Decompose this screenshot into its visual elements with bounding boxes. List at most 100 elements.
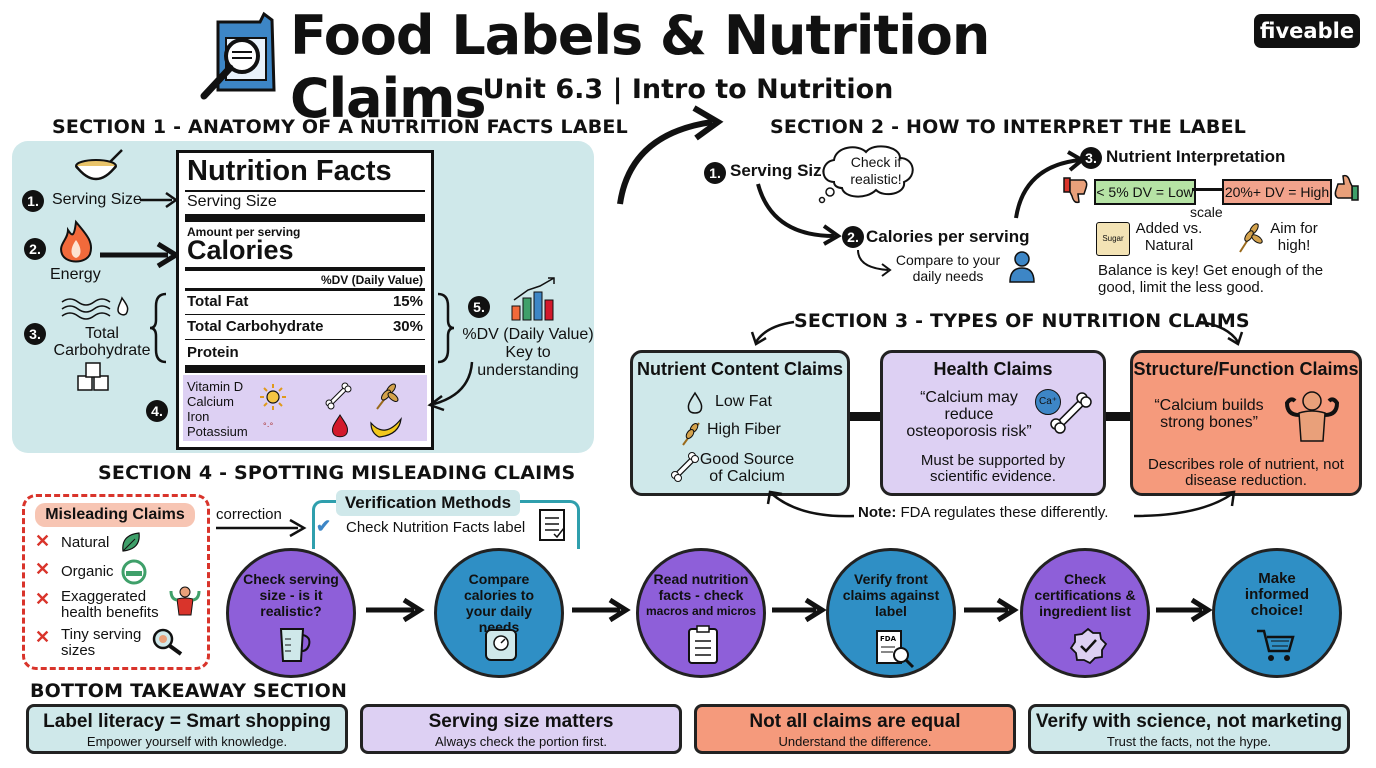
bone-icon-3 [1050,392,1092,434]
takeaway-card-1: Label literacy = Smart shopping Empower … [26,704,348,754]
muscle-icon [1284,391,1340,442]
badge-icon [121,559,147,585]
section2-heading: SECTION 2 - HOW TO INTERPRET THE LABEL [770,116,1247,138]
takeaway-4-sub: Trust the facts, not the hype. [1106,734,1272,749]
arrow-section3-right [1199,320,1244,346]
scale-low: < 5% DV = Low [1094,179,1196,205]
interpret-serving-size: Serving Size [730,161,832,180]
section4-heading: SECTION 4 - SPOTTING MISLEADING CLAIMS [98,462,576,484]
cart-icon [1257,629,1295,661]
step-6-text: Make informed choice! [1244,570,1310,619]
structure-claims-quote: “Calcium builds strong bones” [1154,397,1264,431]
nf-serving: Serving Size [187,193,277,210]
step-4-text: Verify front claims against label [842,571,940,619]
misleading-claims-box: Misleading Claims ✕ Natural ✕ Organic ✕ … [22,494,210,670]
bone-icon [325,382,352,410]
wave-icon [61,296,129,320]
step-3-text: Read nutrition facts - check [653,571,749,603]
magnifier-bag-icon [200,11,276,100]
nutrition-facts-label: Nutrition Facts Serving Size Amount per … [176,150,434,450]
nutrient-content-claims-card: Nutrient Content Claims Low Fat High Fib… [630,350,850,496]
misleading-exaggerated: Exaggerated health benefits [61,588,159,621]
fiveable-logo[interactable]: fiveable [1254,14,1360,48]
health-claims-note: Must be supported by scientific evidence… [920,452,1066,485]
bone-icon-2 [671,452,699,482]
takeaway-card-3: Not all claims are equal Understand the … [694,704,1016,754]
scale-high: 20%+ DV = High [1222,179,1332,205]
nutrient-content-title: Nutrient Content Claims [636,359,843,379]
person-icon [1009,251,1035,283]
arrow-calories-to-compare [857,249,892,277]
health-claims-quote: “Calcium may reduce osteoporosis risk” [906,389,1032,440]
nf-micros-list: Vitamin D Calcium Iron Potassium [187,379,248,439]
interpret-compare: Compare to your daily needs [895,252,1001,284]
calcium-ion-icon: Ca⁺ [1035,389,1061,415]
takeaway-1-sub: Empower yourself with knowledge. [86,734,288,749]
x-icon: ✕ [35,559,51,579]
x-icon: ✕ [35,531,51,551]
leaf-icon [122,532,140,552]
connector-2 [1100,412,1134,421]
arrow-to-section2 [617,105,724,205]
chart-icon [511,277,555,321]
flow-arrow-3 [772,597,827,623]
wheat-icon [376,383,399,410]
scale-icon [485,629,517,661]
misleading-organic: Organic [61,563,114,580]
step-5-text: Check certifications & ingredient list [1034,571,1136,619]
certificate-icon [1069,627,1108,665]
callout-dv-key: %DV (Daily Value) Key to understanding [462,326,594,379]
sun-icon [260,384,286,410]
flame-icon [60,219,92,263]
sugar-bag-icon: Sugar [1096,222,1130,256]
misleading-claims-title: Misleading Claims [35,503,195,527]
callout-number-5: 5. [468,296,490,318]
section3-heading: SECTION 3 - TYPES OF NUTRITION CLAIMS [794,310,1250,332]
nf-dv-header: %DV (Daily Value) [320,273,423,287]
health-claims-title: Health Claims [933,359,1053,379]
arrow-serving-to-calories [756,183,842,246]
banana-icon [370,416,402,438]
interpret-calories: Calories per serving [866,227,1030,246]
structure-claims-note: Describes role of nutrient, not disease … [1148,456,1344,489]
thumbs-up-icon [1334,174,1359,201]
misleading-tiny-serving: Tiny serving sizes [61,626,142,659]
interpret-nutrient: Nutrient Interpretation [1106,147,1286,166]
step-2-text: Compare calories to your daily needs [463,571,535,635]
callout-number-3: 3. [24,323,46,345]
nf-title: Nutrition Facts [187,155,392,187]
correction-label: correction [216,506,282,523]
step-number-1: 1. [704,162,726,184]
nf-row-protein: Protein [187,344,239,361]
wheat-icon-2 [1239,223,1263,253]
scale-caption: scale [1190,204,1223,220]
step-circle-4: Verify front claims against label FDA [826,548,956,678]
interpret-balance: Balance is key! Get enough of the good, … [1098,262,1324,296]
drop-icon [332,414,348,438]
page-subtitle: Unit 6.3 | Intro to Nutrition [482,74,894,105]
step-1-text: Check serving size - is it realistic? [243,571,339,619]
step-number-3: 3. [1080,147,1102,169]
document-search-icon: FDA [876,630,915,669]
verification-title: Verification Methods [336,490,520,516]
callout-serving-size: Serving Size [52,191,142,208]
arrow-to-serving [140,191,179,209]
step-circle-1: Check serving size - is it realistic? [226,548,356,678]
fda-arrow-right [1133,490,1236,518]
callout-number-4: 4. [146,400,168,422]
magnifier-icon [152,628,183,656]
step-circle-2: Compare calories to your daily needs [434,548,564,678]
thought-bubble [818,145,914,204]
nutrient-item-high-fiber: High Fiber [707,421,781,438]
takeaway-2-title: Serving size matters [428,711,614,732]
nutrient-item-low-fat: Low Fat [715,393,772,410]
x-icon: ✕ [35,589,51,609]
muscle-icon-2 [169,586,201,616]
arrow-to-calories [100,241,181,269]
interpret-added: Added vs. Natural [1135,220,1203,254]
fda-arrow-left [766,490,855,518]
misleading-natural: Natural [61,534,110,551]
nf-amount: Amount per serving [187,225,301,239]
health-claims-card: Health Claims “Calcium may reduce osteop… [880,350,1106,496]
